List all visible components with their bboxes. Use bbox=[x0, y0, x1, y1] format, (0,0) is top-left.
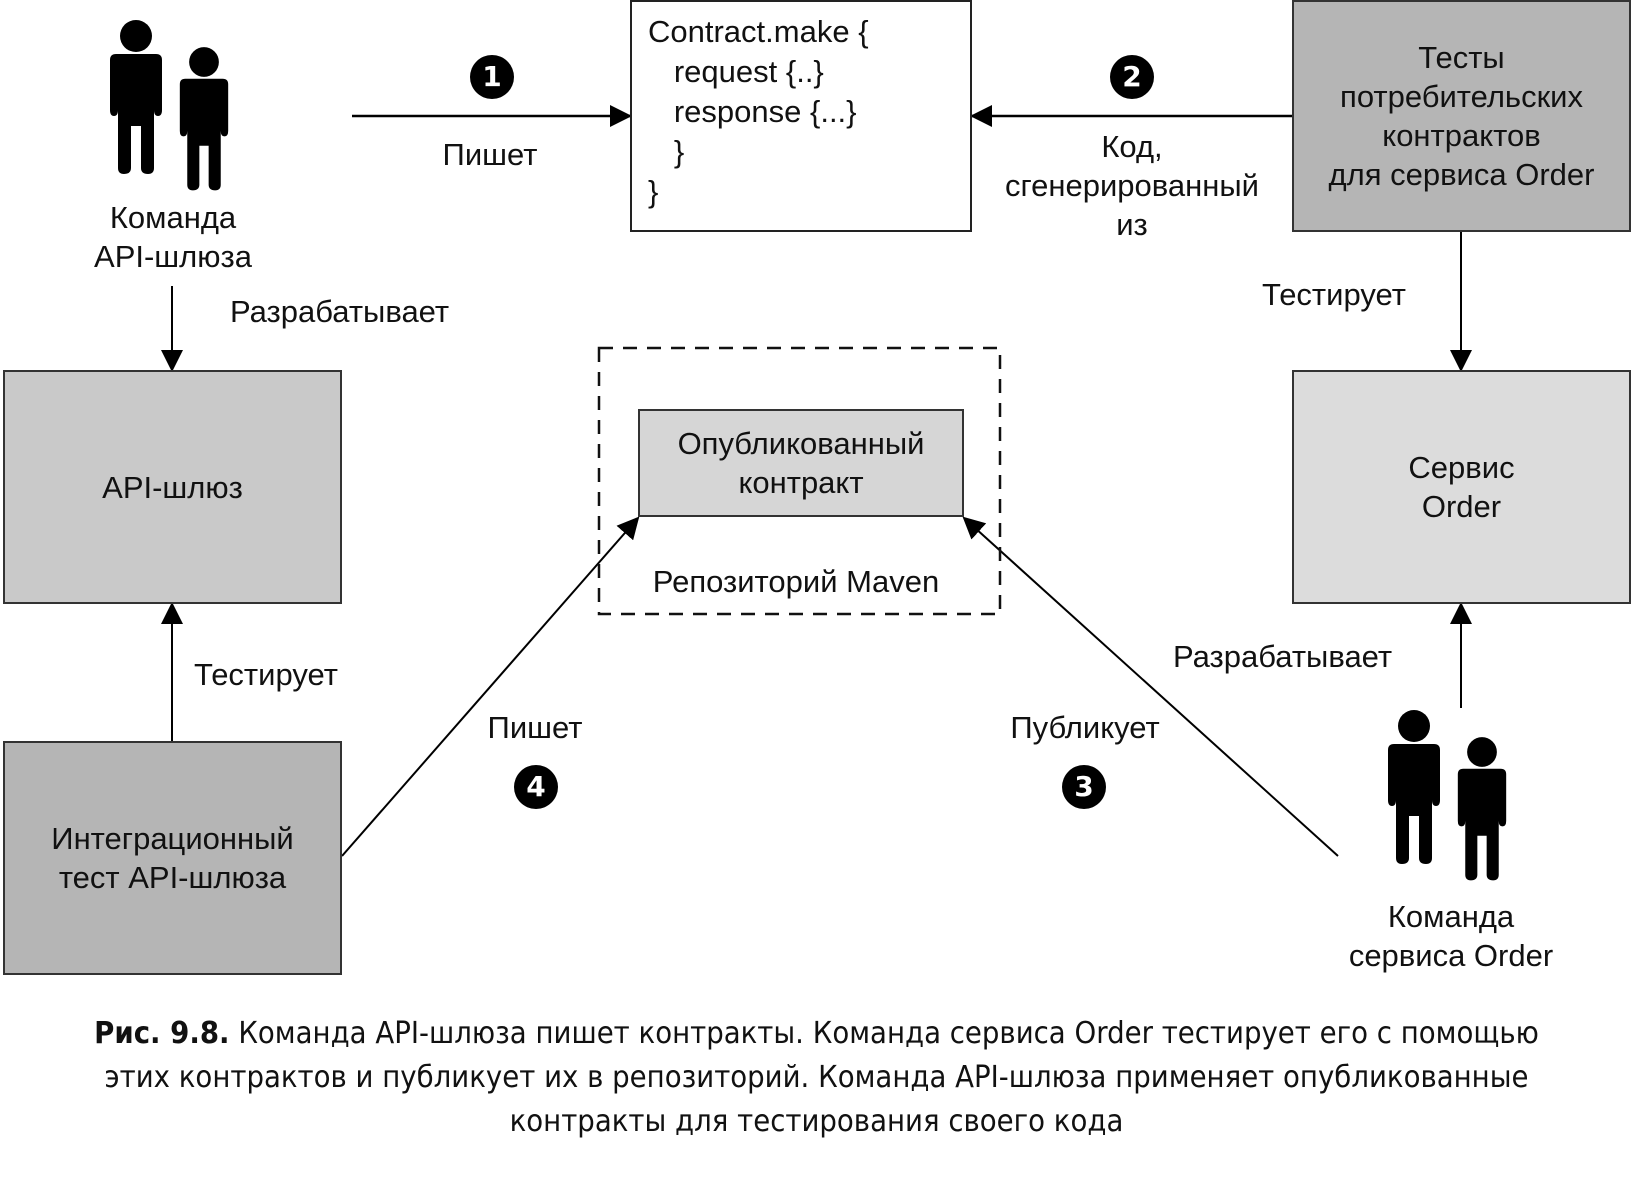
edge-label-develops-api: Разрабатывает bbox=[230, 294, 450, 329]
code-line: Contract.make { bbox=[648, 14, 869, 49]
api-team-people-icon bbox=[110, 20, 229, 191]
edge-label-writes-4: Пишет bbox=[487, 710, 583, 745]
code-line: response {...} bbox=[648, 94, 857, 129]
caption-figure-number: Рис. 9.8. bbox=[94, 1016, 230, 1051]
order-service-box: Сервис Order bbox=[1292, 370, 1631, 604]
edge-label-develops-order: Разрабатывает bbox=[1173, 639, 1393, 674]
published-contract-box: Опубликованный контракт bbox=[638, 409, 964, 517]
api-gateway-box: API-шлюз bbox=[3, 370, 342, 604]
order-team-label: Команда сервиса Order bbox=[1348, 899, 1554, 973]
edge-writes-published bbox=[341, 516, 640, 857]
step-1-badge: 1 bbox=[470, 55, 514, 99]
edge-label-generated-from: Код, сгенерированный из bbox=[1005, 129, 1259, 242]
edge-label-tests-api: Тестирует bbox=[194, 657, 338, 692]
step-2-badge: 2 bbox=[1110, 55, 1154, 99]
maven-repository-boundary bbox=[597, 346, 1002, 616]
code-line: } bbox=[648, 134, 685, 169]
code-line: request {..} bbox=[648, 54, 824, 89]
caption-text-line2: этих контрактов и публикует их в репозит… bbox=[104, 1060, 1529, 1095]
edge-label-writes-1: Пишет bbox=[442, 137, 538, 172]
edge-label-tests-order: Тестирует bbox=[1262, 277, 1406, 312]
edge-label-publishes: Публикует bbox=[1010, 710, 1160, 745]
code-line: } bbox=[648, 174, 659, 209]
figure-caption: Рис. 9.8. Команда API-шлюза пишет контра… bbox=[65, 1012, 1567, 1144]
consumer-contract-tests-box: Тесты потребительских контрактов для сер… bbox=[1292, 0, 1631, 232]
api-team-label: Команда API-шлюза bbox=[94, 200, 252, 274]
integration-test-box: Интеграционный тест API-шлюза bbox=[3, 741, 342, 975]
maven-repository-label: Репозиторий Maven bbox=[652, 564, 940, 599]
contract-code-box: Contract.make { request {..} response {.… bbox=[630, 0, 972, 232]
caption-text-line3: контракты для тестирования своего кода bbox=[509, 1104, 1124, 1139]
caption-text-line1: Команда API-шлюза пишет контракты. Коман… bbox=[229, 1016, 1539, 1051]
step-4-badge: 4 bbox=[514, 765, 558, 809]
order-team-people-icon bbox=[1388, 710, 1507, 881]
edge-publishes bbox=[962, 516, 1339, 857]
step-3-badge: 3 bbox=[1062, 765, 1106, 809]
